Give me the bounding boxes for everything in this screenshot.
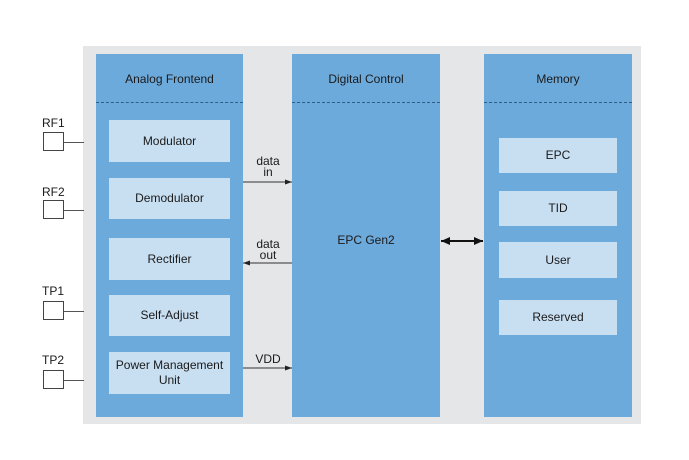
data-out-label-line2: out <box>259 248 277 262</box>
data-out-label: data out <box>247 237 289 262</box>
memory-user-box: User <box>499 242 617 278</box>
memory-reserved-label: Reserved <box>532 310 584 324</box>
memory-title: Memory <box>536 72 580 86</box>
vdd-label: VDD <box>255 352 281 366</box>
pin-tp1-box <box>43 301 64 320</box>
data-in-label-line1: data <box>256 154 280 168</box>
memory-block: Memory <box>484 54 632 417</box>
pin-rf2-line <box>64 210 84 211</box>
pin-tp2-line <box>64 380 84 381</box>
memory-tid-box: TID <box>499 191 617 226</box>
pin-tp1-label: TP1 <box>42 284 65 298</box>
pin-rf1-label: RF1 <box>42 116 65 130</box>
memory-tid-label: TID <box>548 201 568 215</box>
pin-rf2-label: RF2 <box>42 185 65 199</box>
pin-rf2-box <box>43 200 64 219</box>
rectifier-label: Rectifier <box>147 251 192 266</box>
pin-tp2-box <box>43 370 64 389</box>
digital-control-title: Digital Control <box>328 72 404 86</box>
memory-divider <box>484 102 632 103</box>
pin-tp2-label: TP2 <box>42 353 65 367</box>
analog-frontend-divider <box>96 102 243 103</box>
memory-reserved-box: Reserved <box>499 300 617 335</box>
pin-rf1-line <box>64 142 84 143</box>
rectifier-box: Rectifier <box>109 238 230 280</box>
modulator-box: Modulator <box>109 120 230 162</box>
data-in-label: data in <box>247 154 289 179</box>
pin-tp1-line <box>64 311 84 312</box>
digital-control-divider <box>292 102 440 103</box>
self-adjust-label: Self-Adjust <box>140 308 199 322</box>
demodulator-box: Demodulator <box>109 178 230 219</box>
memory-user-label: User <box>545 252 571 267</box>
modulator-label: Modulator <box>142 133 197 148</box>
pin-rf1-box <box>43 132 64 151</box>
power-management-unit-box: Power Management Unit <box>109 352 230 394</box>
epc-gen2-label: EPC Gen2 <box>337 233 395 247</box>
demodulator-label: Demodulator <box>135 191 204 205</box>
memory-epc-box: EPC <box>499 138 617 173</box>
analog-frontend-title: Analog Frontend <box>125 72 214 86</box>
self-adjust-box: Self-Adjust <box>109 295 230 336</box>
data-in-label-line2: in <box>263 165 273 179</box>
memory-epc-label: EPC <box>545 148 571 162</box>
power-management-unit-label: Power Management Unit <box>115 358 224 387</box>
data-out-label-line1: data <box>256 237 280 251</box>
digital-control-block: Digital Control EPC Gen2 <box>292 54 440 417</box>
